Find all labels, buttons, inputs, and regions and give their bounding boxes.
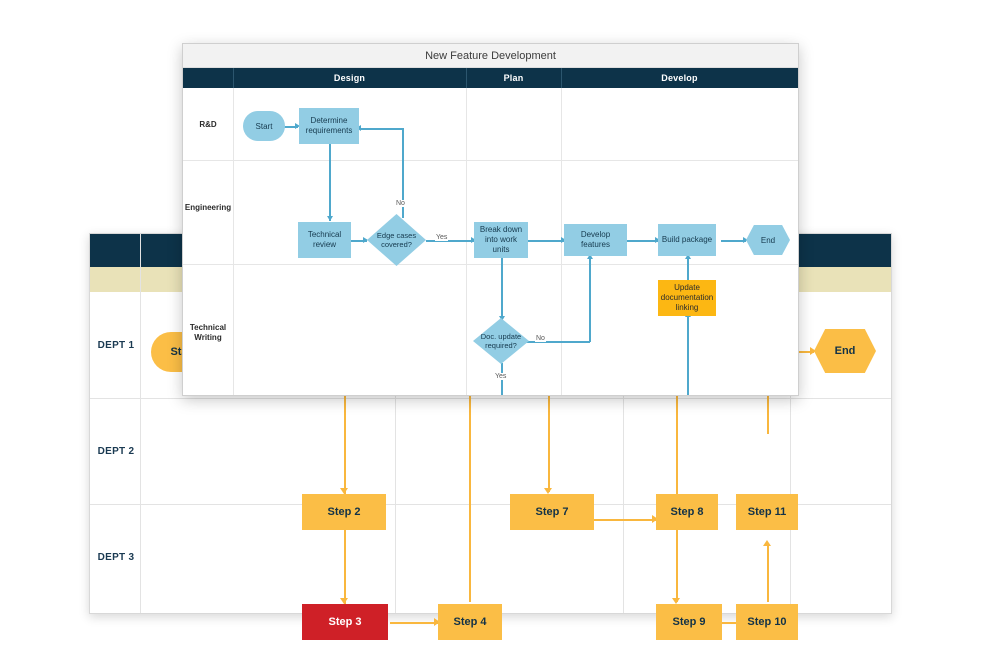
column-header-plan[interactable]: Plan xyxy=(503,73,524,83)
diagram-title: New Feature Development xyxy=(183,44,798,68)
bg-lane-divider xyxy=(90,504,891,505)
fg-arrowhead xyxy=(295,123,300,129)
edge-label-no-edge-cases: No xyxy=(395,200,406,207)
fg-node-update-documentation-linking[interactable]: Update documentation linking xyxy=(658,280,716,316)
header-divider xyxy=(466,68,467,88)
fg-lane-divider xyxy=(183,160,798,161)
fg-node-end[interactable]: End xyxy=(746,225,790,255)
column-header-bar: Design Plan Develop xyxy=(183,68,798,88)
fg-connector xyxy=(501,258,503,320)
fg-connector xyxy=(329,144,331,221)
fg-column-divider xyxy=(233,88,234,395)
bg-arrowhead xyxy=(810,347,816,355)
fg-node-edge-cases-decision[interactable]: Edge cases covered? xyxy=(367,214,426,266)
edge-label-yes-edge-cases: Yes xyxy=(435,234,449,241)
bg-lane-label-dept-1: DEPT 1 xyxy=(97,340,135,351)
fg-lane-label-line-2: Writing xyxy=(194,333,222,342)
bg-connector xyxy=(390,622,438,624)
bg-column-divider xyxy=(395,292,396,613)
bg-lane-divider xyxy=(90,398,891,399)
bg-node-step-8[interactable]: Step 8 xyxy=(656,494,718,530)
fg-lane-label-engineering: Engineering xyxy=(184,203,232,212)
bg-node-step-3[interactable]: Step 3 xyxy=(302,604,388,640)
fg-connector xyxy=(351,240,367,242)
fg-node-start[interactable]: Start xyxy=(243,111,285,141)
bg-arrowhead xyxy=(434,618,440,626)
fg-connector xyxy=(687,258,689,280)
bg-column-divider xyxy=(140,234,141,613)
bg-connector xyxy=(594,519,656,521)
bg-connector xyxy=(676,234,678,602)
fg-arrowhead xyxy=(561,237,566,243)
fg-column-divider xyxy=(466,88,467,395)
fg-lane-divider xyxy=(183,264,798,265)
fg-arrowhead xyxy=(471,237,476,243)
fg-connector xyxy=(360,128,404,130)
fg-lane-label-technical-writing: Technical Writing xyxy=(183,323,233,343)
fg-connector xyxy=(627,240,658,242)
fg-connector xyxy=(528,240,564,242)
column-header-design[interactable]: Design xyxy=(333,73,366,83)
fg-node-build-package[interactable]: Build package xyxy=(658,224,716,256)
bg-node-step-9[interactable]: Step 9 xyxy=(656,604,722,640)
bg-arrowhead xyxy=(672,598,680,604)
bg-column-divider xyxy=(623,292,624,613)
bg-arrowhead xyxy=(340,488,348,494)
fg-arrowhead xyxy=(363,237,368,243)
bg-column-divider xyxy=(790,292,791,613)
fg-arrowhead xyxy=(743,237,748,243)
fg-arrowhead xyxy=(326,216,333,221)
foreground-swimlane-diagram: New Feature Development Design Plan Deve… xyxy=(182,43,799,396)
bg-connector xyxy=(790,351,814,353)
bg-node-end[interactable]: End xyxy=(814,329,876,373)
fg-lane-label-rnd: R&D xyxy=(199,120,217,129)
fg-connector xyxy=(589,258,591,342)
fg-connector xyxy=(687,316,689,395)
edge-label-yes-doc: Yes xyxy=(494,373,508,380)
fg-node-doc-update-decision[interactable]: Doc. update required? xyxy=(473,318,529,364)
bg-node-step-11[interactable]: Step 11 xyxy=(736,494,798,530)
bg-arrowhead xyxy=(340,598,348,604)
fg-connector xyxy=(402,168,404,218)
fg-node-technical-review[interactable]: Technical review xyxy=(298,222,351,258)
bg-arrowhead xyxy=(544,488,552,494)
swimlane-body: R&D Engineering Technical Writing xyxy=(183,88,798,395)
fg-connector xyxy=(426,240,474,242)
bg-connector xyxy=(344,530,346,604)
fg-connector xyxy=(721,240,746,242)
fg-arrowhead xyxy=(586,254,593,259)
header-divider xyxy=(233,68,234,88)
bg-arrowhead xyxy=(652,515,658,523)
bg-connector xyxy=(767,544,769,602)
bg-node-step-10[interactable]: Step 10 xyxy=(736,604,798,640)
fg-lane-label-line-1: Technical xyxy=(189,323,227,332)
fg-node-develop-features[interactable]: Develop features xyxy=(564,224,627,256)
header-divider xyxy=(561,68,562,88)
fg-connector xyxy=(402,128,404,170)
bg-node-step-2[interactable]: Step 2 xyxy=(302,494,386,530)
fg-arrowhead xyxy=(684,254,691,259)
fg-node-determine-requirements[interactable]: Determine requirements xyxy=(299,108,359,144)
fg-connector xyxy=(526,341,590,343)
bg-connector xyxy=(469,234,471,602)
fg-node-break-down-engineering[interactable]: Break down into work units xyxy=(474,222,528,258)
bg-lane-label-dept-3: DEPT 3 xyxy=(97,552,135,563)
edge-label-no-doc: No xyxy=(535,335,546,342)
bg-node-step-4[interactable]: Step 4 xyxy=(438,604,502,640)
bg-arrowhead xyxy=(763,540,771,546)
column-header-develop[interactable]: Develop xyxy=(661,73,698,83)
bg-node-step-7[interactable]: Step 7 xyxy=(510,494,594,530)
bg-lane-label-dept-2: DEPT 2 xyxy=(97,446,135,457)
fg-connector xyxy=(284,126,298,128)
fg-arrowhead xyxy=(655,237,660,243)
